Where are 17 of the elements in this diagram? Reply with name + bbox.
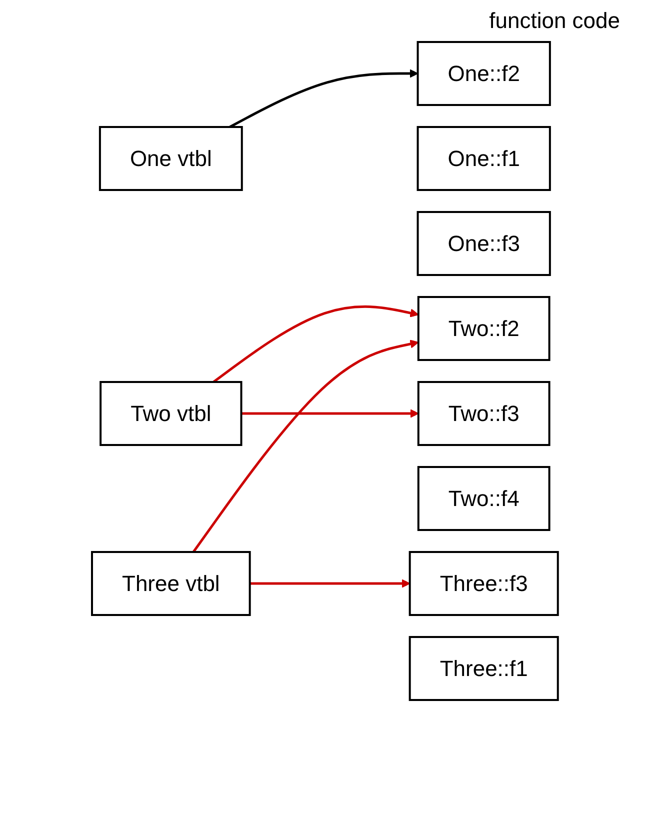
arrow <box>229 69 418 128</box>
node-box: Three::f3 <box>408 551 559 616</box>
arrow <box>212 305 419 383</box>
node-box: Two::f4 <box>417 466 550 531</box>
node-box: One::f3 <box>416 211 551 276</box>
node-box: Two vtbl <box>100 381 242 446</box>
arrow <box>250 579 410 588</box>
arrow <box>241 409 419 418</box>
node-box: Three vtbl <box>91 551 251 616</box>
node-box: Three::f1 <box>408 636 559 701</box>
node-box: One vtbl <box>99 126 243 191</box>
node-box: One::f2 <box>416 41 551 106</box>
node-box: Two::f2 <box>417 296 550 361</box>
node-box: One::f1 <box>416 126 551 191</box>
arrow <box>192 340 419 553</box>
column-heading: function code <box>489 8 620 33</box>
node-box: Two::f3 <box>417 381 550 446</box>
